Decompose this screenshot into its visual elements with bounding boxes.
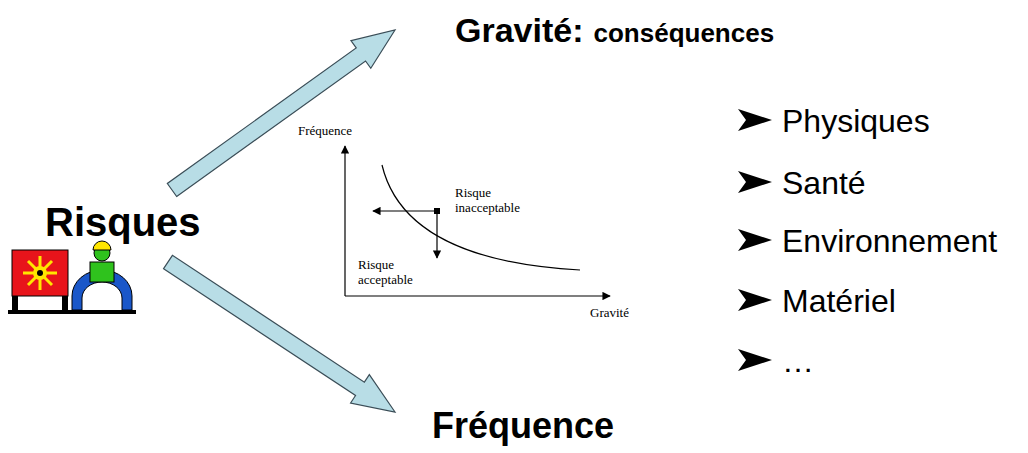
section-heading: Gravité: (455, 12, 584, 49)
bullet-marker (738, 229, 772, 251)
list-item: Santé (782, 166, 866, 201)
bullet-marker (738, 349, 772, 371)
bullet-marker (738, 109, 772, 131)
zone-label: Risque acceptable (358, 258, 438, 288)
risk-chart (345, 146, 610, 296)
main-title: Risques (45, 200, 201, 244)
radiation-core (33, 266, 47, 280)
axis-label: Gravité (590, 306, 629, 320)
zone-label: Risque inacceptable (455, 186, 537, 216)
radiation-burst (23, 256, 57, 290)
bullet-marker (738, 289, 772, 311)
radiation-center (37, 270, 43, 276)
bullet-marker (738, 171, 772, 193)
ground-line (8, 310, 136, 314)
radiation-panel (12, 250, 68, 296)
section-subheading: conséquences (594, 19, 775, 48)
reduce-frequency-arrow (436, 211, 437, 258)
section-heading: Fréquence (432, 406, 614, 446)
acceptability-curve (382, 165, 580, 270)
flow-arrow (167, 30, 395, 197)
list-item: Physiques (782, 104, 930, 139)
panel-leg (62, 296, 68, 312)
x-axis (345, 295, 610, 296)
reduce-gravity-arrow (373, 210, 437, 211)
list-item: Environnement (782, 224, 997, 259)
axis-label: Fréquence (298, 124, 352, 138)
panel-leg (12, 296, 18, 312)
list-item: Matériel (782, 284, 896, 319)
list-item: … (782, 344, 814, 379)
worker-body (90, 262, 114, 282)
y-axis (344, 146, 345, 296)
risk-point (434, 208, 440, 214)
risk-icon (8, 241, 136, 314)
bullet-markers (738, 109, 772, 371)
